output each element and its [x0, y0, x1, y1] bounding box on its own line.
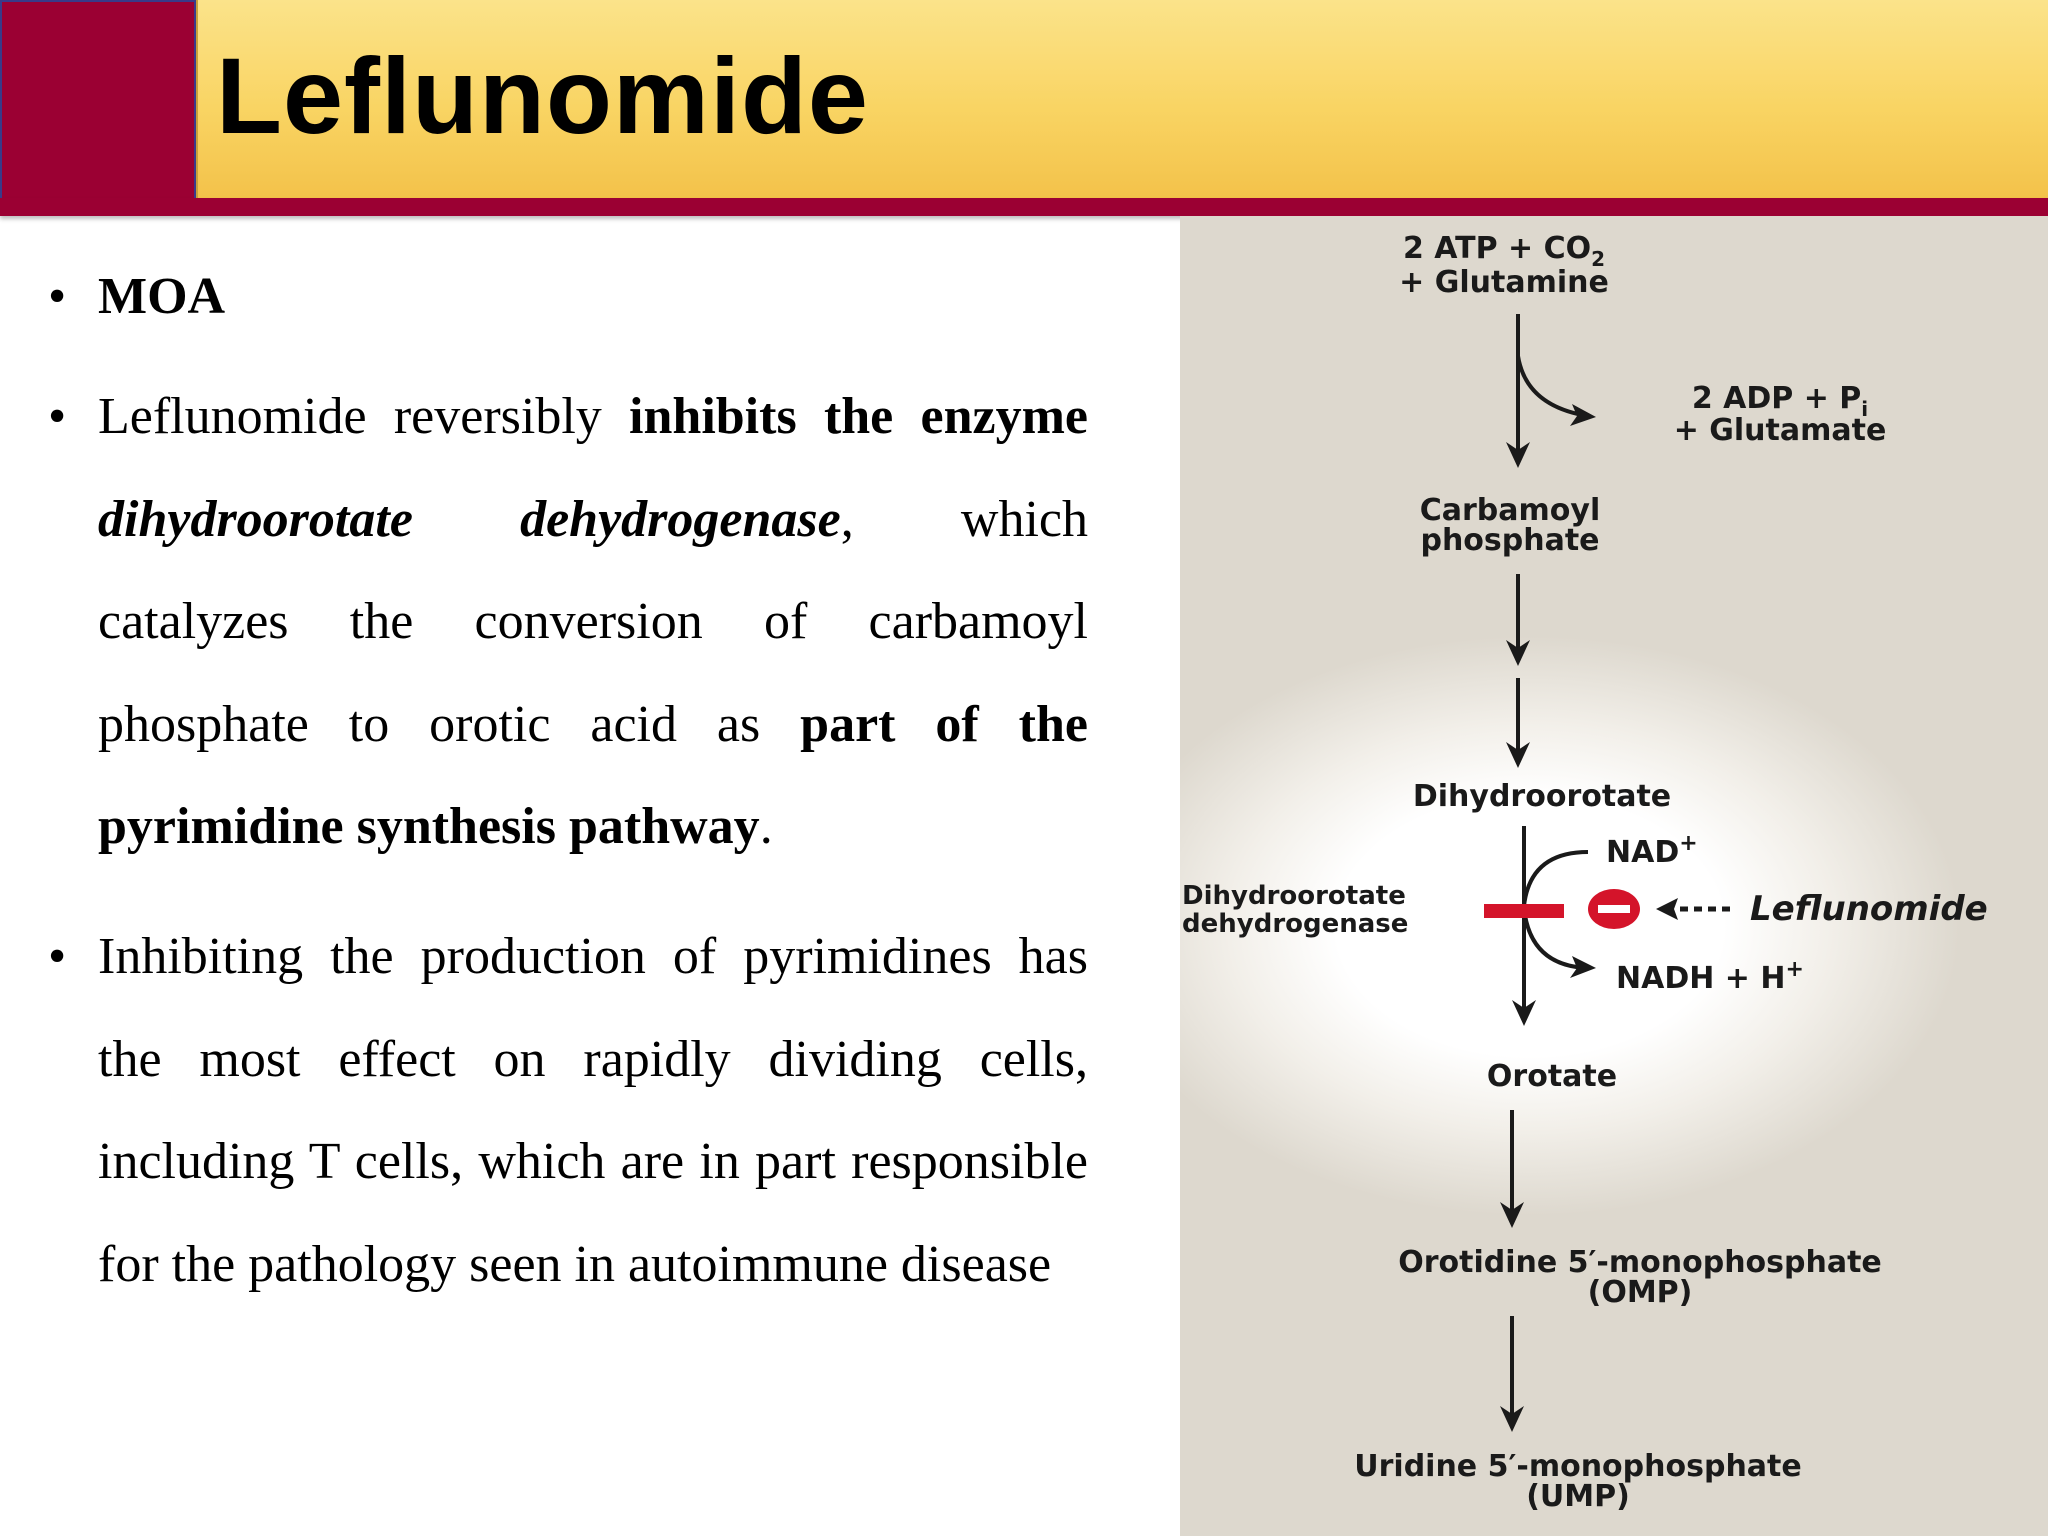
bullet-moa: MOA [98, 246, 1088, 349]
arrow-carbamoyl-step-1 [1506, 574, 1530, 666]
pathway-svg: 2 ATP + CO2 + Glutamine 2 ADP + Pi + Glu… [1182, 231, 1988, 1514]
arrow-orotate-to-omp [1500, 1110, 1524, 1228]
mechanism-text-1: Leflunomide reversibly [98, 388, 630, 445]
arrow-carbamoyl-step-2 [1506, 678, 1530, 768]
mechanism-text-bold-1: inhibits the enzyme [629, 388, 1088, 445]
omp-label-2: (OMP) [1588, 1275, 1693, 1310]
header-accent-block [0, 0, 196, 198]
carbamoyl-label-2: phosphate [1420, 523, 1599, 558]
byproduct-label-2: + Glutamate [1674, 413, 1887, 448]
carbamoyl-label: Carbamoyl [1420, 493, 1600, 528]
omp-label: Orotidine 5′-monophosphate [1398, 1245, 1882, 1280]
mechanism-enzyme-name: dihydroorotate dehydrogenase [98, 490, 841, 548]
byproduct-label: 2 ADP + Pi [1692, 381, 1868, 421]
nad-label: NAD+ [1606, 831, 1698, 870]
substrate-label: 2 ATP + CO2 [1403, 231, 1605, 271]
ump-label: Uridine 5′-monophosphate [1354, 1449, 1801, 1484]
bullet-marker: • [48, 388, 67, 445]
pathway-diagram: 2 ATP + CO2 + Glutamine 2 ADP + Pi + Glu… [1180, 216, 2048, 1536]
substrate-label-2: + Glutamine [1399, 265, 1609, 300]
nadh-label: NADH + H+ [1616, 957, 1804, 996]
dihydroorotate-label: Dihydroorotate [1413, 779, 1671, 814]
inhibitor-dashed-arrow [1656, 898, 1732, 920]
arrow-substrate-to-carbamoyl [1506, 314, 1596, 468]
inhibitor-label: Leflunomide [1750, 889, 1988, 929]
arrow-dihydroorotate-to-orotate [1512, 826, 1596, 1026]
title-bar [196, 0, 2048, 198]
mechanism-text-bold-2: part of the pyrimidine synthesis pathway [98, 695, 1088, 856]
ump-label-2: (UMP) [1526, 1479, 1630, 1514]
mechanism-text-3: . [759, 798, 773, 855]
bullet-effect: Inhibiting the production of pyrimidines… [98, 928, 1088, 1293]
slide-title: Leflunomide [216, 35, 869, 156]
arrow-omp-to-ump [1500, 1316, 1524, 1432]
enzyme-label: Dihydroorotate [1182, 881, 1406, 911]
mechanism-text-2: , which catalyzes the conversion of carb… [98, 490, 1088, 753]
bullet-marker: • [48, 928, 67, 985]
header-rule [0, 198, 2048, 216]
moa-label: MOA [98, 268, 226, 325]
enzyme-label-2: dehydrogenase [1182, 909, 1408, 939]
bullet-mechanism: Leflunomide reversibly inhibits the enzy… [98, 366, 1088, 879]
inhibition-bar [1484, 904, 1564, 918]
minus-inhibition-icon [1588, 889, 1640, 929]
orotate-label: Orotate [1487, 1059, 1617, 1094]
bullet-marker: • [48, 268, 67, 325]
